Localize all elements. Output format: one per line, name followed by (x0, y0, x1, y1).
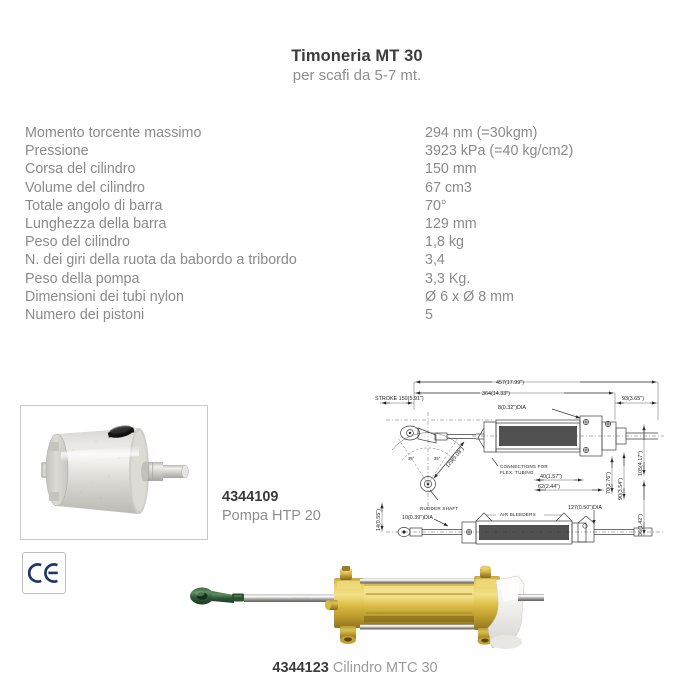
spec-label: Volume del cilindro (25, 179, 146, 196)
spec-row: Totale angolo di barra 70° (25, 197, 675, 215)
spec-value: 294 nm (=30kgm) (425, 125, 538, 141)
spec-label: Numero dei pistoni (25, 306, 145, 323)
spec-value: 150 mm (425, 161, 477, 178)
spec-value: 3,4 (425, 252, 445, 269)
dim-offset-a: 40(1.57") (540, 474, 562, 480)
cylinder-caption: 4344123 Cilindro MTC 30 (0, 659, 700, 677)
spec-row: Pressione 3923 kPa (=40 kg/cm2) (25, 142, 675, 160)
dim-height-c: 105(4.17") (638, 451, 644, 476)
dim-offset-b: 62(2.44") (538, 484, 560, 490)
spec-value: 3923 kPa (=40 kg/cm2) (425, 143, 574, 160)
spec-label: Dimensioni dei tubi nylon (25, 288, 184, 305)
spec-label: Momento torcente massimo (25, 125, 202, 141)
spec-label: Peso della pompa (25, 270, 140, 287)
hydraulic-cylinder-photo (188, 556, 544, 660)
dim-port-dia: 8(0.32")DIA (498, 405, 526, 411)
callout-connections-line2: FLEX. TUBING (500, 470, 534, 475)
dim-stroke: STROKE 150(5.91") (375, 396, 424, 402)
spec-label: N. dei giri della ruota da babordo a tri… (25, 252, 297, 269)
dim-overall-length: 457(17.99") (496, 380, 524, 386)
spec-row: N. dei giri della ruota da babordo a tri… (25, 251, 675, 269)
spec-value: 129 mm (425, 215, 477, 232)
spec-value: 67 cm3 (425, 179, 472, 196)
dim-height-e: 14(0.55") (376, 509, 382, 531)
spec-row: Momento torcente massimo 294 nm (=30kgm) (25, 124, 675, 142)
pump-caption: 4344109 Pompa HTP 20 (222, 488, 442, 526)
callout-rudder-shaft: RUDDER SHAFT (420, 506, 458, 511)
specification-table: Momento torcente massimo 294 nm (=30kgm)… (25, 124, 675, 324)
spec-value: 1,8 kg (425, 234, 464, 251)
spec-value: 70° (425, 197, 447, 214)
page-header: Timoneria MT 30 per scafi da 5-7 mt. (0, 46, 700, 86)
cylinder-product-name: Cilindro MTC 30 (332, 660, 438, 676)
dim-height-a: 70(2.76") (606, 472, 612, 494)
ce-icon (28, 563, 58, 583)
pump-product-name: Pompa HTP 20 (222, 508, 321, 524)
page-title: Timoneria MT 30 (291, 47, 423, 65)
ce-mark-box (22, 552, 66, 594)
spec-row: Dimensioni dei tubi nylon Ø 6 x Ø 8 mm (25, 288, 675, 306)
spec-label: Peso del cilindro (25, 234, 130, 251)
spec-row: Volume del cilindro 67 cm3 (25, 179, 675, 197)
spec-value: 5 (425, 306, 433, 323)
pump-part-number: 4344109 (222, 489, 279, 505)
spec-value: Ø 6 x Ø 8 mm (425, 288, 514, 305)
callout-air-bleeders: AIR BLEEDERS (500, 512, 536, 517)
spec-value: 3,3 Kg. (425, 270, 471, 287)
dim-height-b: 90(3.54") (618, 478, 624, 500)
technical-drawing: .ln { stroke:#3d3d3d; stroke-width:0.7; … (372, 376, 690, 548)
spec-row: Peso del cilindro 1,8 kg (25, 233, 675, 251)
spec-label: Lunghezza della barra (25, 215, 167, 232)
angle-right: 35° (434, 456, 441, 461)
spec-label: Totale angolo di barra (25, 197, 163, 214)
spec-row: Peso della pompa 3,3 Kg. (25, 270, 675, 288)
callout-connections-line1: CONNECTIONS FOR (500, 464, 548, 469)
spec-row: Numero dei pistoni 5 (25, 306, 675, 324)
angle-left: 35° (408, 456, 415, 461)
pump-photo-frame (20, 405, 208, 540)
spec-row: Corsa del cilindro 150 mm (25, 160, 675, 178)
cylinder-part-number: 4344123 (272, 660, 329, 676)
hydraulic-pump-photo (21, 406, 207, 539)
dim-pin-dia: 127(0.50")DIA (568, 505, 602, 511)
spec-label: Pressione (25, 143, 89, 160)
spec-row: Lunghezza della barra 129 mm (25, 215, 675, 233)
page-subtitle: per scafi da 5-7 mt. (292, 67, 422, 84)
dim-height-d: 36(1.42") (638, 514, 644, 536)
dim-shaft-dia: 10(0.39")DIA (402, 515, 433, 521)
dim-body-length: 364(14.33") (482, 391, 510, 397)
spec-label: Corsa del cilindro (25, 161, 136, 178)
dim-end-length: 93(3.65") (622, 396, 644, 402)
